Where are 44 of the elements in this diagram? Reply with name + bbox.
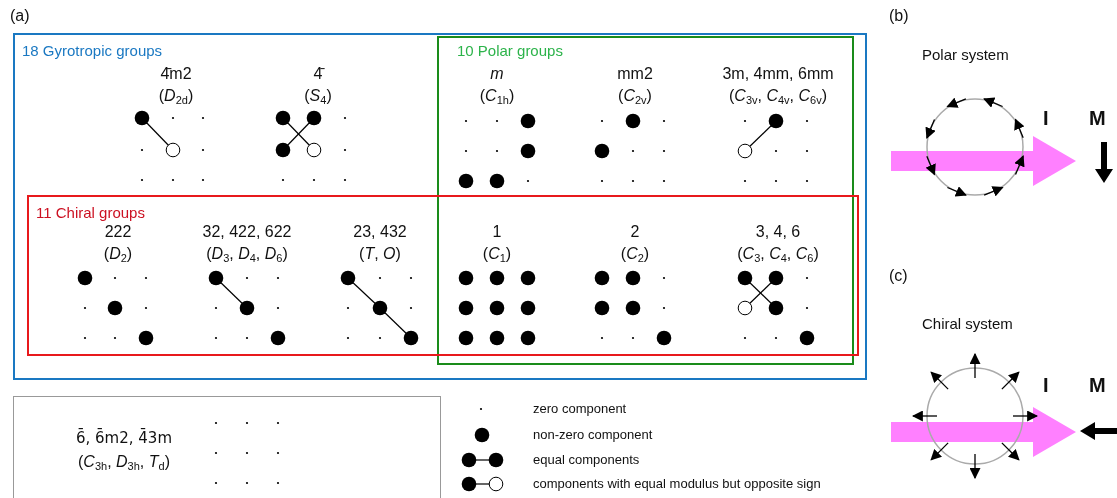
point-group-label: 1: [492, 222, 502, 241]
point-group-label: (C$_{1}$): [482, 244, 512, 263]
magnetization-symbol: M: [1089, 376, 1106, 395]
point-group-label: m: [490, 64, 504, 83]
point-group-label: (C$_{2}$): [620, 244, 650, 263]
group-frame: [13, 396, 441, 498]
point-group-label: 4̄: [313, 64, 323, 83]
current-symbol: I: [1043, 376, 1049, 395]
group-heading: 11 Chiral groups: [36, 204, 145, 222]
point-group-label: 222: [104, 222, 132, 241]
point-group-label: 4̄m2: [160, 64, 192, 83]
legend-text: components with equal modulus but opposite sign: [533, 476, 821, 492]
panel-label: (b): [889, 6, 909, 25]
group-heading: 18 Gyrotropic groups: [22, 42, 163, 60]
current-symbol: I: [1043, 109, 1049, 128]
point-group-label: (D$_{2d}$): [158, 86, 194, 105]
point-group-label: (S$_{4}$): [304, 86, 332, 105]
legend-text: zero component: [533, 401, 627, 417]
point-group-label: (D$_{3}$, D$_{4}$, D$_{6}$): [206, 244, 288, 263]
system-title: Chiral system: [922, 314, 1013, 333]
point-group-label: 3m, 4mm, 6mm: [722, 64, 834, 83]
panel-label: (a): [10, 6, 30, 25]
group-frame: [27, 195, 859, 356]
panel-label: (c): [889, 266, 908, 285]
point-group-label: (C$_{1h}$): [479, 86, 515, 105]
point-group-label: 6̄, 6̄m2, 4̄3m: [76, 429, 172, 448]
point-group-label: (C$_{3}$, C$_{4}$, C$_{6}$): [737, 244, 819, 263]
point-group-label: 3, 4, 6: [755, 222, 801, 241]
legend-text: equal components: [533, 452, 640, 468]
point-group-label: (T, O): [359, 244, 401, 263]
group-frame: [13, 33, 867, 380]
point-group-label: mm2: [617, 64, 653, 83]
point-group-label: (D$_{2}$): [103, 244, 133, 263]
legend-text: non-zero component: [533, 427, 653, 443]
point-group-label: 2: [630, 222, 640, 241]
system-title: Polar system: [922, 45, 1009, 64]
point-group-label: (C$_{2v}$): [618, 86, 652, 105]
point-group-label: (C$_{3h}$, D$_{3h}$, T$_{d}$): [78, 452, 170, 471]
point-group-label: 23, 432: [353, 222, 407, 241]
point-group-label: 32, 422, 622: [202, 222, 292, 241]
group-frame: [437, 36, 854, 365]
point-group-label: (C$_{3v}$, C$_{4v}$, C$_{6v}$): [729, 86, 827, 105]
group-heading: 10 Polar groups: [457, 42, 563, 60]
magnetization-symbol: M: [1089, 109, 1106, 128]
